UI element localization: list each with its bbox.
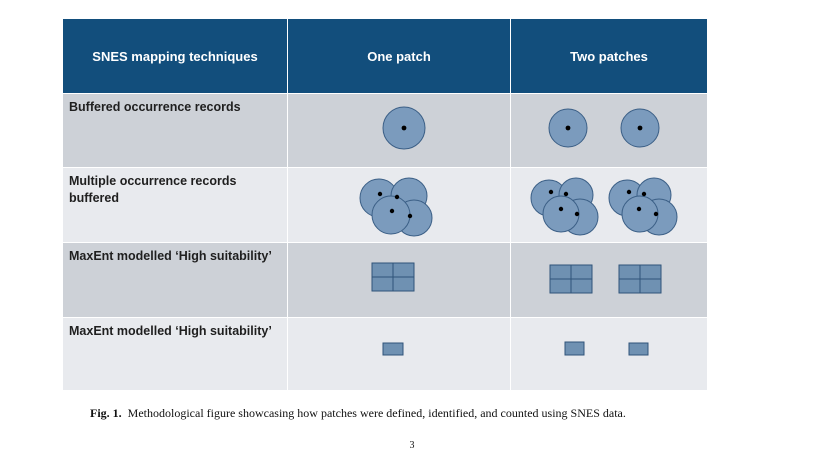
header-one-patch: One patch	[288, 19, 510, 93]
header-two-patches: Two patches	[511, 19, 707, 93]
buffer-circle-icon	[382, 106, 426, 150]
caption-text: Methodological figure showcasing how pat…	[127, 406, 626, 420]
table-row: Buffered occurrence records	[63, 94, 707, 167]
methodology-table: SNES mapping techniques One patch Two pa…	[63, 19, 707, 390]
table-row: MaxEnt modelled ‘High suitability’	[63, 318, 707, 390]
two-buffer-circles-icon	[548, 108, 660, 148]
row-label-maxent-high-suitability-single: MaxEnt modelled ‘High suitability’	[69, 324, 272, 338]
single-cell-icon	[382, 342, 404, 356]
row-label-buffered-occurrence-records: Buffered occurrence records	[69, 100, 241, 114]
row-label-multiple-occurrence-records: Multiple occurrence records buffered	[69, 174, 237, 205]
caption-prefix: Fig. 1.	[90, 406, 122, 420]
figure-caption: Fig. 1. Methodological figure showcasing…	[90, 406, 626, 421]
page-number: 3	[409, 440, 415, 451]
grid-cells-icon	[371, 262, 415, 292]
two-overlapping-buffer-groups-icon	[530, 177, 678, 236]
table-row: MaxEnt modelled ‘High suitability’	[63, 243, 707, 317]
row-label-maxent-high-suitability: MaxEnt modelled ‘High suitability’	[69, 249, 272, 263]
table-row: Multiple occurrence records buffered	[63, 168, 707, 242]
two-single-cells-icon	[564, 341, 649, 356]
overlapping-buffers-icon	[359, 177, 433, 237]
header-snes-mapping-techniques: SNES mapping techniques	[63, 19, 287, 93]
two-grid-cells-icon	[549, 264, 662, 294]
